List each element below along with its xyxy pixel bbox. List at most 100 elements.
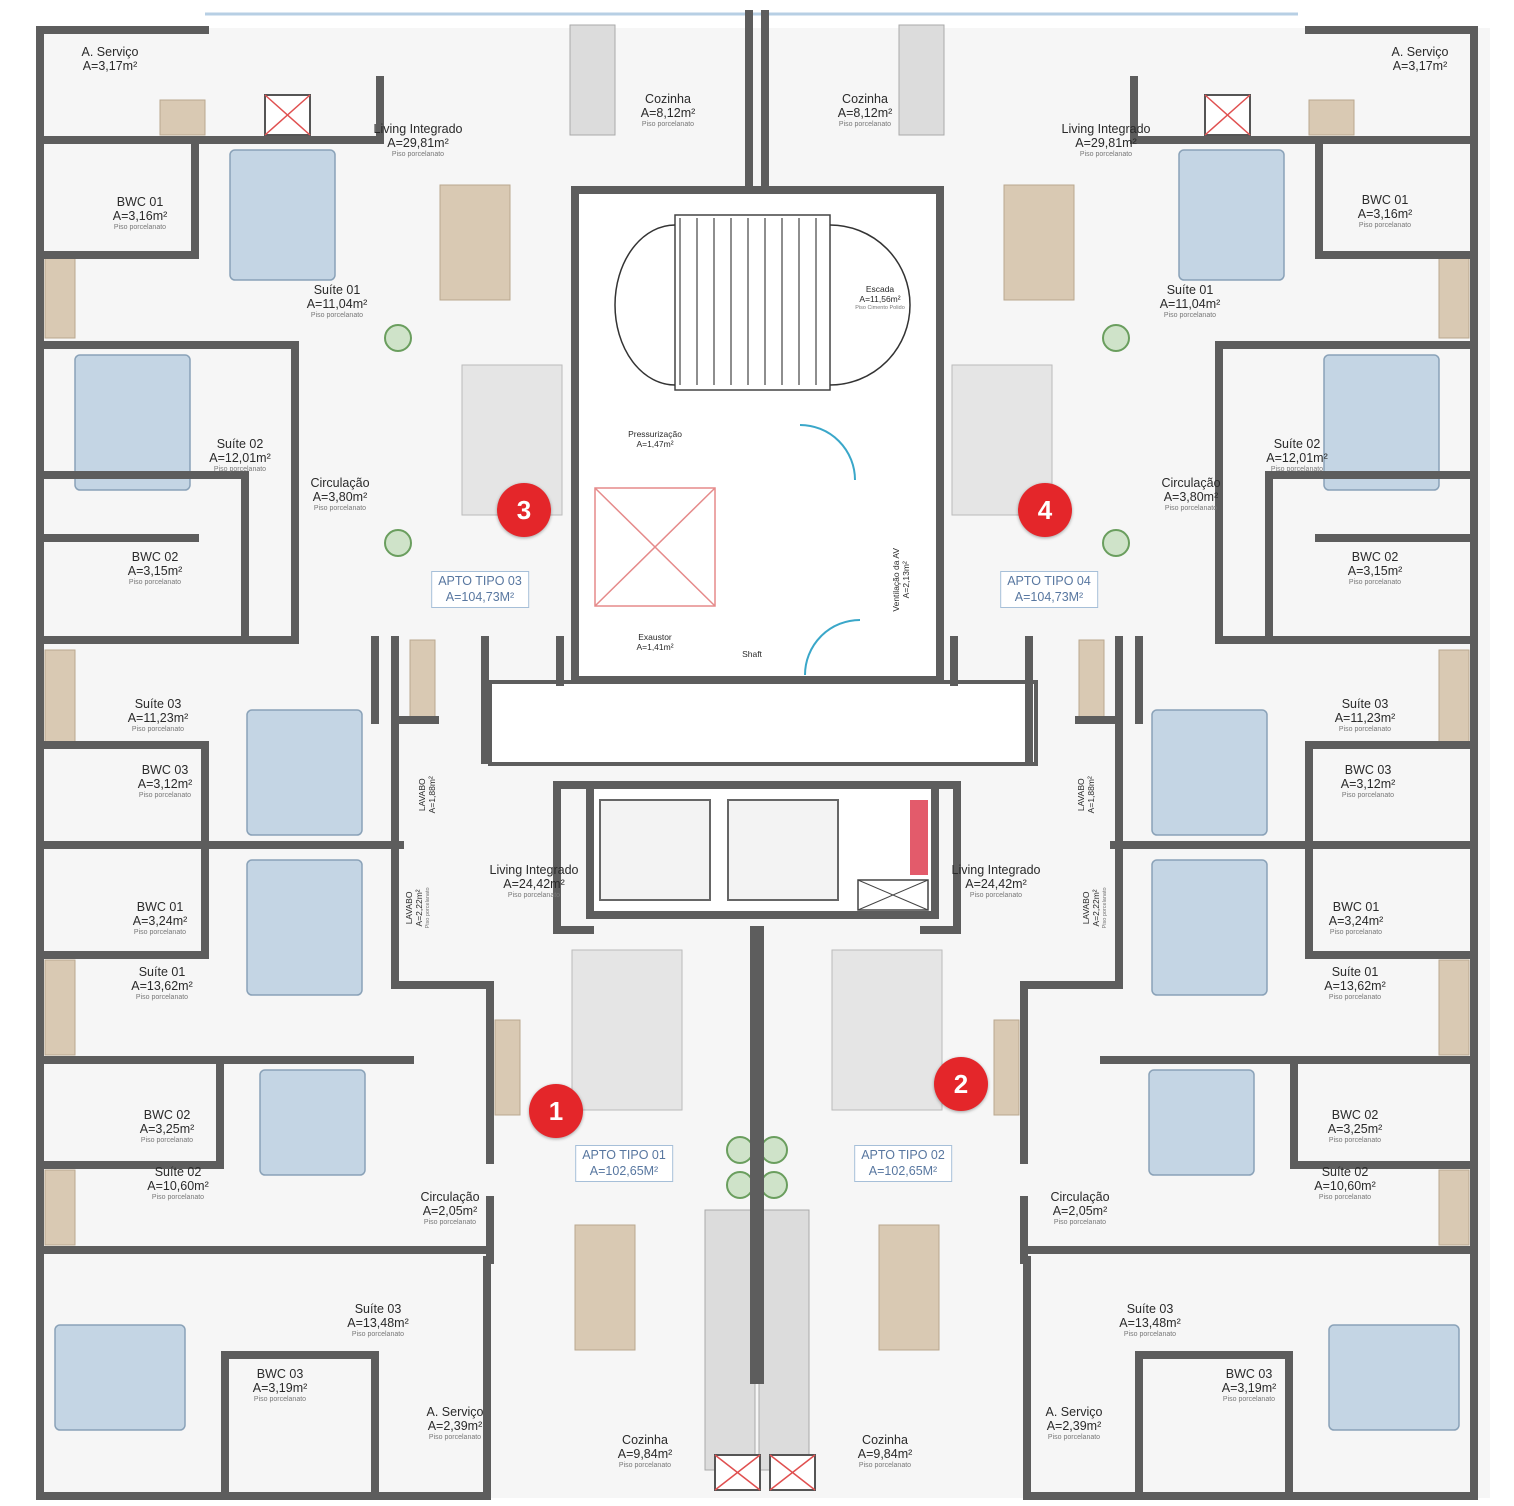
shaft-cross xyxy=(714,1454,761,1491)
shaft-cross xyxy=(857,879,929,911)
room-sub: Piso porcelanato xyxy=(507,891,561,899)
room-area: A=3,16m² xyxy=(112,209,168,224)
room-area: A=1,88m² xyxy=(1086,776,1096,814)
room-sub: Piso porcelanato xyxy=(310,311,364,319)
plant-icon xyxy=(384,529,412,557)
room-area: A=12,01m² xyxy=(209,451,271,466)
wardrobe xyxy=(1438,1169,1470,1246)
apartment-marker-2[interactable]: 2 xyxy=(934,1057,988,1111)
wardrobe xyxy=(44,257,76,339)
room-name: Suíte 01 xyxy=(138,965,186,979)
room-sub: Piso porcelanato xyxy=(1164,504,1218,512)
room-sub: Piso porcelanato xyxy=(391,150,445,158)
room-area: A=11,04m² xyxy=(306,297,368,312)
core-name: Shaft xyxy=(742,649,762,659)
kitchen-counter xyxy=(758,1209,810,1471)
room-area: A=8,12m² xyxy=(640,106,696,121)
room-area: A=3,19m² xyxy=(252,1381,308,1396)
apto-4-area: A=104,73M² xyxy=(1014,589,1084,604)
stair-curve xyxy=(829,224,911,386)
room-area: A=29,81m² xyxy=(387,136,449,151)
plant-icon xyxy=(760,1171,788,1199)
room-name: Suíte 02 xyxy=(1273,437,1321,451)
apartment-marker-3[interactable]: 3 xyxy=(497,483,551,537)
room-name: BWC 03 xyxy=(1344,763,1392,777)
room-sub: Piso porcelanato xyxy=(1101,887,1108,929)
core-area: A=1,47m² xyxy=(636,438,674,449)
room-area: A=3,80m² xyxy=(1163,490,1219,505)
room-name: Suíte 02 xyxy=(1321,1165,1369,1179)
room-sub: Piso porcelanato xyxy=(113,223,167,231)
room-area: A=2,22m² xyxy=(413,889,424,927)
room-name: BWC 01 xyxy=(1332,900,1380,914)
room-sub: Piso porcelanato xyxy=(1123,1330,1177,1338)
shaft-cross xyxy=(769,1454,816,1491)
apartment-marker-1[interactable]: 1 xyxy=(529,1084,583,1138)
room-area: A=24,42m² xyxy=(503,877,565,892)
room-sub: Piso porcelanato xyxy=(1328,993,1382,1001)
room-name: Suíte 02 xyxy=(216,437,264,451)
plant-icon xyxy=(384,324,412,352)
room-sub: Piso porcelanato xyxy=(140,1136,194,1144)
room-name: Suíte 01 xyxy=(313,283,361,297)
room-area: A=11,23m² xyxy=(127,711,189,726)
wardrobe xyxy=(1308,99,1355,136)
core-area: A=2,13m² xyxy=(901,561,911,599)
room-sub: Piso porcelanato xyxy=(133,928,187,936)
apto-4-title: APTO TIPO 04 xyxy=(1007,574,1091,588)
room-area: A=2,39m² xyxy=(1046,1419,1102,1434)
kitchen-counter xyxy=(704,1209,756,1471)
room-name: Cozinha xyxy=(842,92,888,106)
room-sub: Piso porcelanato xyxy=(135,993,189,1001)
wardrobe xyxy=(44,959,76,1056)
room-name: Suíte 03 xyxy=(1126,1302,1174,1316)
room-name: A. Serviço xyxy=(426,1405,484,1419)
room-name: Circulação xyxy=(1161,476,1221,490)
apartment-marker-4[interactable]: 4 xyxy=(1018,483,1072,537)
room-sub: Piso porcelanato xyxy=(131,725,185,733)
wardrobe xyxy=(44,649,76,746)
room-name: A. Serviço xyxy=(81,45,139,59)
shaft xyxy=(594,487,716,607)
room-area: A=2,39m² xyxy=(427,1419,483,1434)
room-sub: Piso porcelanato xyxy=(428,1433,482,1441)
room-area: A=3,19m² xyxy=(1221,1381,1277,1396)
room-name: Suíte 03 xyxy=(1341,697,1389,711)
room-name: Living Integrado xyxy=(373,122,463,136)
sofa xyxy=(571,949,683,1111)
room-name: A. Serviço xyxy=(1391,45,1449,59)
room-name: Circulação xyxy=(1050,1190,1110,1204)
shaft xyxy=(857,879,929,911)
room-sub: Piso porcelanato xyxy=(1358,221,1412,229)
apto-2-title: APTO TIPO 02 xyxy=(861,1148,945,1162)
room-sub: Piso porcelanato xyxy=(858,1461,912,1469)
room-sub: Piso porcelanato xyxy=(313,504,367,512)
room-name: BWC 03 xyxy=(1225,1367,1273,1381)
bed xyxy=(1328,1324,1460,1431)
room-name: Cozinha xyxy=(622,1433,668,1447)
room-sub: Piso porcelanato xyxy=(1338,725,1392,733)
room-sub: Piso porcelanato xyxy=(128,578,182,586)
room-name: Suíte 01 xyxy=(1331,965,1379,979)
